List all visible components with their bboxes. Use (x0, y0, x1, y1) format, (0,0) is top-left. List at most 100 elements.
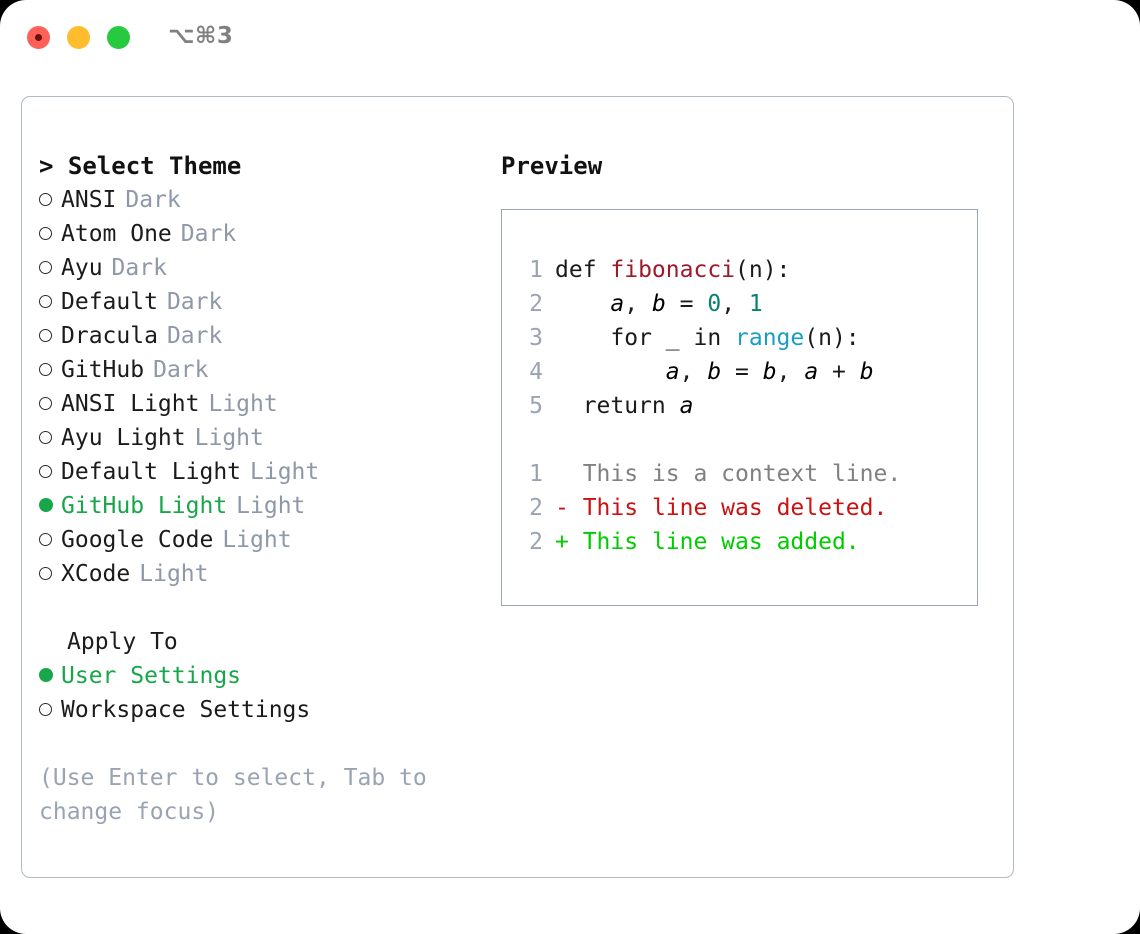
radio-unselected-icon[interactable] (39, 523, 61, 557)
option-row[interactable]: GitHub Dark (39, 353, 494, 387)
hollow-circle-icon (39, 703, 52, 716)
code-token: b (707, 359, 722, 385)
option-row[interactable]: Ayu Dark (39, 251, 494, 285)
option-variant-badge: Dark (111, 255, 167, 281)
maximize-button[interactable] (107, 26, 130, 49)
option-row[interactable]: Ayu Light Light (39, 421, 494, 455)
diff-line: 1 This is a context line. (519, 457, 901, 491)
hollow-circle-icon (39, 567, 52, 580)
option-label: Ayu Light (61, 425, 186, 451)
code-token: (n): (804, 325, 860, 351)
line-number: 4 (529, 359, 543, 385)
code-token: b (859, 359, 874, 385)
diff-marker: + (555, 529, 569, 555)
radio-selected-icon[interactable] (39, 659, 61, 693)
option-row[interactable]: Default Light Light (39, 455, 494, 489)
code-token: range (735, 325, 805, 351)
diff-line: 2- This line was deleted. (519, 491, 901, 525)
option-label: GitHub (61, 357, 145, 383)
code-token: return (555, 393, 680, 419)
option-variant-badge: Dark (125, 187, 181, 213)
hollow-circle-icon (39, 431, 52, 444)
code-token: a (679, 393, 694, 419)
title-bar: ⌥⌘3 (0, 0, 1140, 76)
code-token: b (651, 291, 666, 317)
radio-unselected-icon[interactable] (39, 455, 61, 489)
radio-unselected-icon[interactable] (39, 421, 61, 455)
code-token: a (665, 359, 680, 385)
code-token: = (721, 359, 763, 385)
minimize-button[interactable] (67, 26, 90, 49)
hollow-circle-icon (39, 261, 52, 274)
diff-text: This line was deleted. (568, 495, 888, 521)
option-label: User Settings (61, 663, 242, 689)
option-variant-badge: Light (194, 425, 264, 451)
code-line: 5 return a (519, 389, 901, 423)
line-number: 1 (529, 461, 543, 487)
option-row[interactable]: ANSI Dark (39, 183, 494, 217)
line-number: 2 (529, 529, 543, 555)
radio-unselected-icon[interactable] (39, 251, 61, 285)
option-label: Ayu (61, 255, 103, 281)
option-label: Google Code (61, 527, 214, 553)
option-row[interactable]: User Settings (39, 659, 494, 693)
code-line: 3 for _ in range(n): (519, 321, 901, 355)
radio-unselected-icon[interactable] (39, 285, 61, 319)
close-button[interactable] (27, 26, 50, 49)
option-variant-badge: Light (250, 459, 320, 485)
option-variant-badge: Dark (180, 221, 237, 247)
code-token: def (555, 257, 611, 283)
option-label: Workspace Settings (61, 697, 311, 723)
filled-circle-icon (39, 668, 53, 682)
option-row[interactable]: Workspace Settings (39, 693, 494, 727)
code-token: for _ in (555, 325, 736, 351)
radio-unselected-icon[interactable] (39, 183, 61, 217)
keyboard-hint-text: (Use Enter to select, Tab to change focu… (39, 765, 441, 825)
line-number: 1 (529, 257, 543, 283)
radio-unselected-icon[interactable] (39, 319, 61, 353)
hollow-circle-icon (39, 363, 52, 376)
traffic-lights (27, 26, 130, 49)
code-token: + (818, 359, 860, 385)
option-variant-badge: Light (139, 561, 209, 587)
hollow-circle-icon (39, 295, 52, 308)
line-number: 2 (529, 291, 543, 317)
option-variant-badge: Dark (166, 323, 223, 349)
hollow-circle-icon (39, 193, 52, 206)
list-spacer (39, 591, 494, 625)
hollow-circle-icon (39, 227, 52, 240)
code-token: a (610, 291, 625, 317)
radio-unselected-icon[interactable] (39, 693, 61, 727)
radio-unselected-icon[interactable] (39, 353, 61, 387)
radio-selected-icon[interactable] (39, 489, 61, 523)
option-label: Default Light (61, 459, 242, 485)
code-token: (n): (735, 257, 791, 283)
option-label: ANSI (61, 187, 117, 213)
radio-unselected-icon[interactable] (39, 217, 61, 251)
option-variant-badge: Light (208, 391, 278, 417)
line-number: 3 (529, 325, 543, 351)
radio-unselected-icon[interactable] (39, 557, 61, 591)
code-token (555, 355, 666, 389)
code-line: 4 a, b = b, a + b (519, 355, 901, 389)
option-variant-badge: Dark (153, 357, 209, 383)
code-token: = (665, 291, 708, 317)
radio-unselected-icon[interactable] (39, 387, 61, 421)
diff-marker: - (555, 495, 569, 521)
code-token: b (762, 359, 777, 385)
code-token: 1 (748, 291, 763, 317)
code-token: 0 (707, 291, 722, 317)
